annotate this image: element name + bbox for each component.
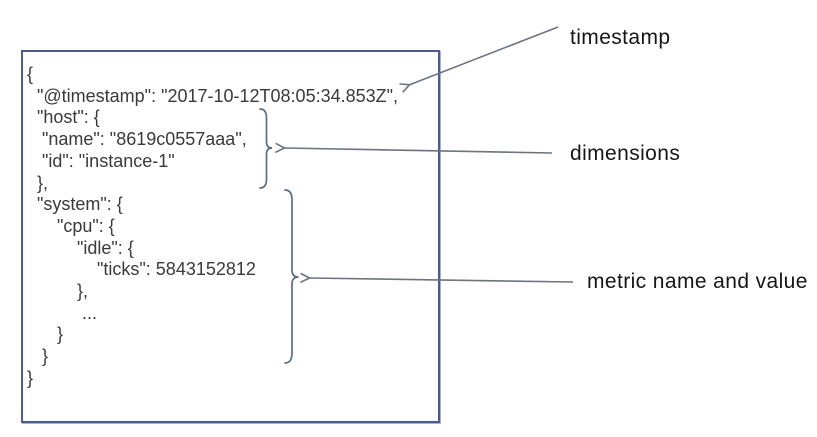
code-line: "host": { (27, 107, 100, 128)
dimensions-label: dimensions (570, 142, 681, 165)
code-line: "id": "instance-1" (27, 150, 175, 171)
code-line: "idle": { (27, 237, 134, 258)
code-line: ... (27, 302, 98, 323)
code-line: } (27, 346, 49, 367)
code-line: "system": { (27, 194, 123, 215)
code-line: }, (27, 172, 49, 193)
code-line: "name": "8619c0557aaa", (27, 129, 247, 150)
code-line: "ticks": 5843152812 (27, 259, 256, 280)
code-line: { (27, 64, 34, 84)
metric-label: metric name and value (587, 270, 808, 293)
code-block: { "@timestamp": "2017-10-12T08:05:34.853… (27, 64, 398, 390)
code-line: } (27, 324, 64, 345)
code-line: "@timestamp": "2017-10-12T08:05:34.853Z"… (27, 85, 399, 106)
timestamp-label: timestamp (570, 26, 671, 49)
document-box (21, 50, 440, 423)
code-line: "cpu": { (27, 215, 115, 236)
code-line: } (27, 367, 34, 388)
code-line: }, (27, 281, 89, 302)
